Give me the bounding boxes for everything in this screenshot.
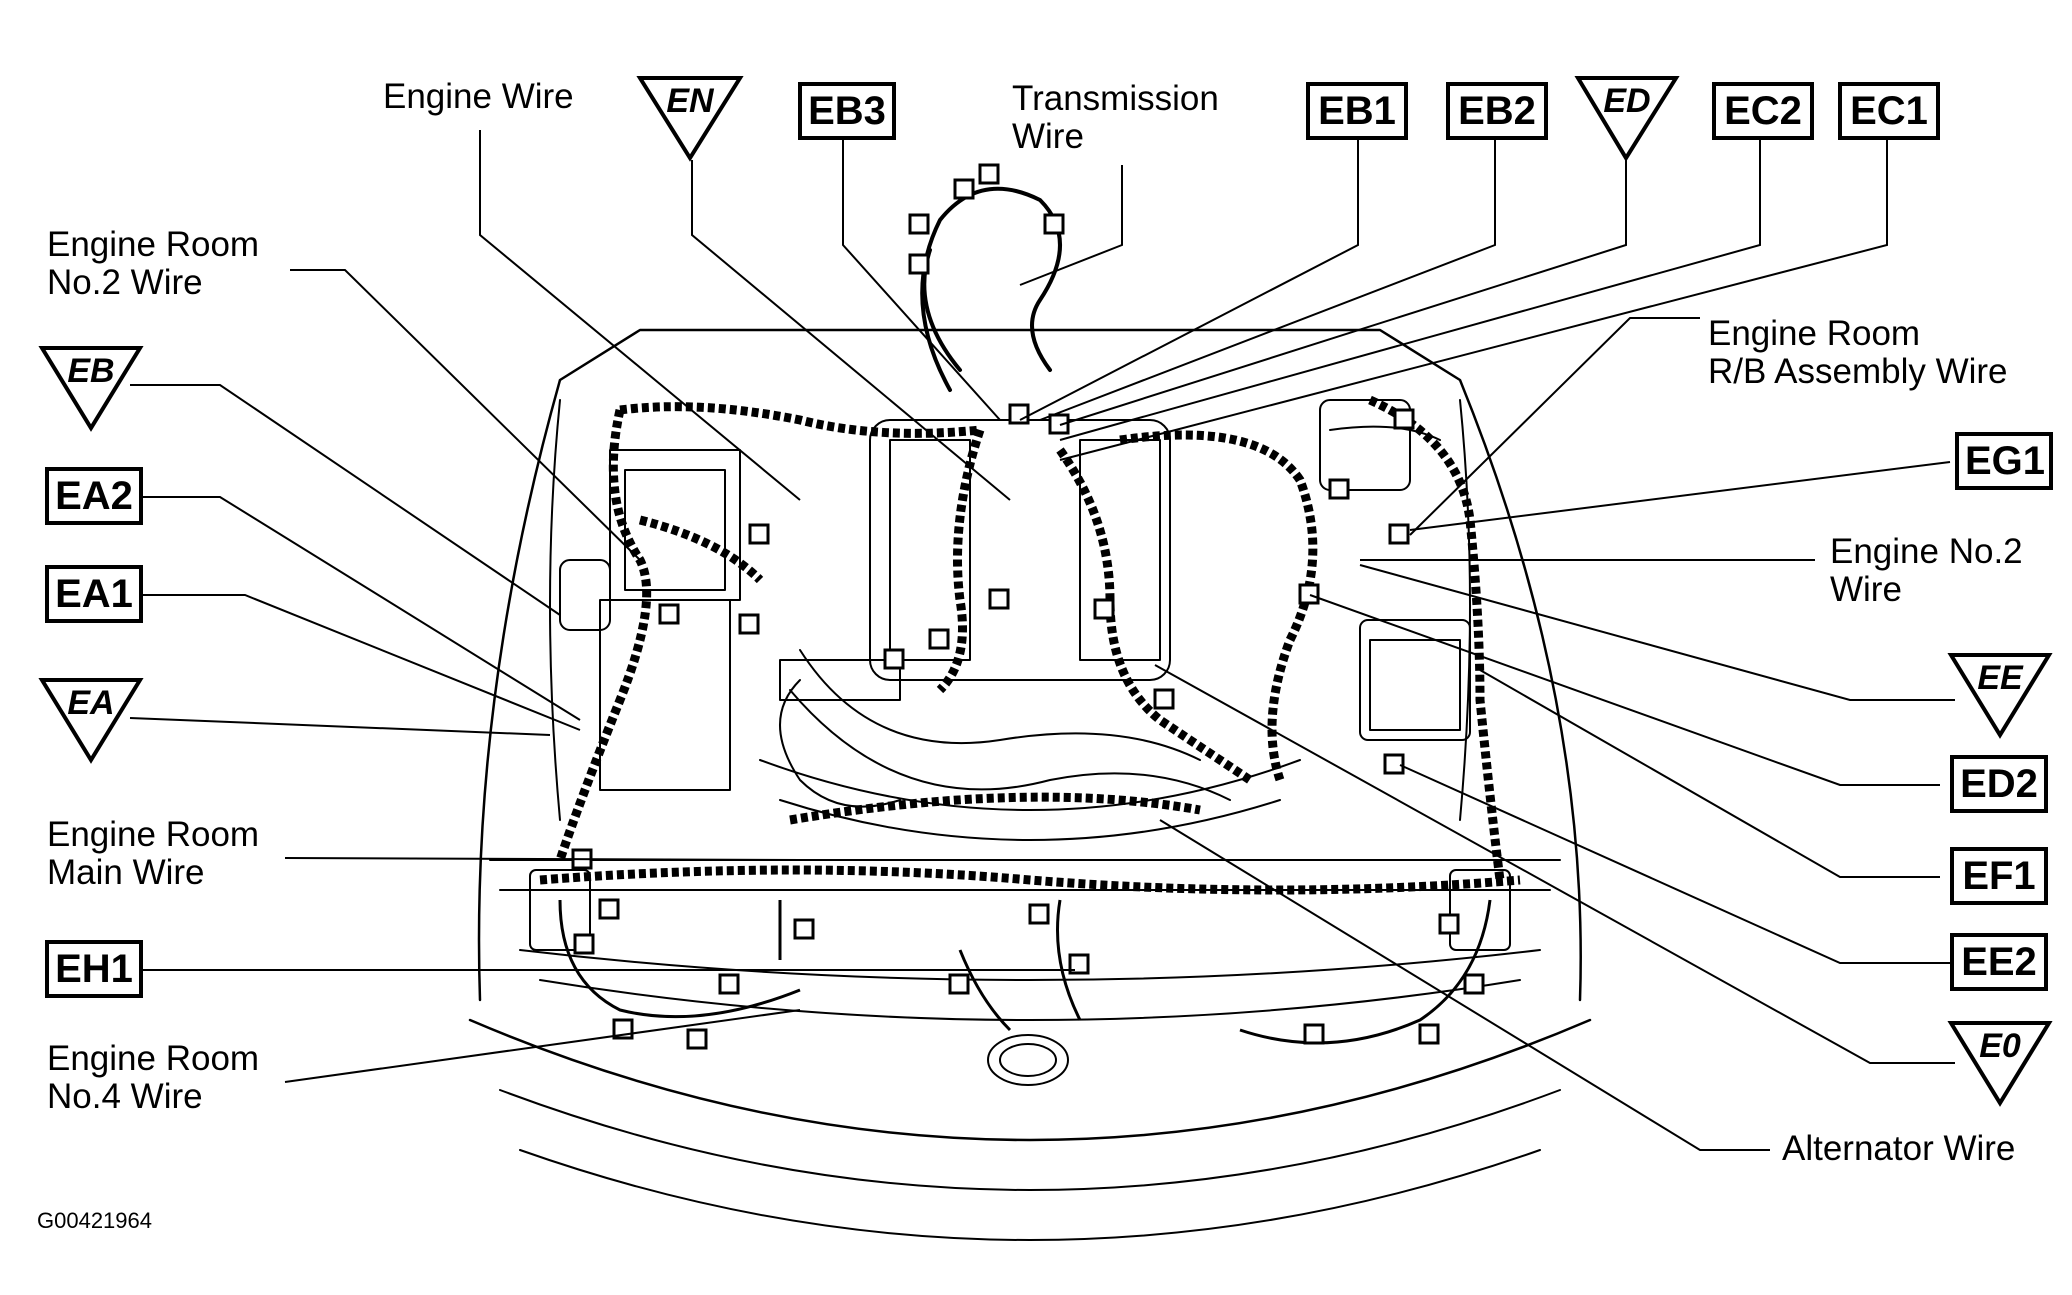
- label-engine-room-main-wire: Engine Room Main Wire: [47, 815, 260, 892]
- label-alternator-wire: Alternator Wire: [1782, 1129, 2016, 1168]
- ground-point-ED: ED: [1603, 82, 1651, 120]
- ground-point-EE: EE: [1977, 659, 2023, 697]
- ground-point-EA: EA: [67, 684, 115, 722]
- ground-point-E0: E0: [1979, 1027, 2021, 1065]
- connector-EC2: EC2: [1712, 82, 1814, 140]
- label-engine-room-rb-assembly-wire: Engine Room R/B Assembly Wire: [1708, 314, 2008, 391]
- connector-ED2: ED2: [1950, 755, 2048, 813]
- label-transmission-wire: Transmission Wire: [1012, 79, 1219, 156]
- connector-EC1: EC1: [1838, 82, 1940, 140]
- label-engine-no2-wire: Engine No.2 Wire: [1830, 532, 2023, 609]
- ground-point-EN: EN: [666, 82, 714, 120]
- connector-EG1: EG1: [1955, 432, 2053, 490]
- connector-EB3: EB3: [798, 82, 896, 140]
- connector-EA1: EA1: [45, 565, 143, 623]
- ground-point-EB: EB: [67, 352, 115, 390]
- label-engine-room-no4-wire: Engine Room No.4 Wire: [47, 1039, 260, 1116]
- connector-EF1: EF1: [1950, 847, 2048, 905]
- figure-id: G00421964: [37, 1208, 152, 1233]
- label-engine-wire: Engine Wire: [383, 77, 574, 116]
- connector-EB1: EB1: [1306, 82, 1408, 140]
- connector-EH1: EH1: [45, 940, 143, 998]
- ground-EN-marker: [636, 76, 744, 162]
- connector-EB2: EB2: [1446, 82, 1548, 140]
- connector-EA2: EA2: [45, 467, 143, 525]
- label-engine-room-no2-wire: Engine Room No.2 Wire: [47, 225, 260, 302]
- connector-EE2: EE2: [1950, 933, 2048, 991]
